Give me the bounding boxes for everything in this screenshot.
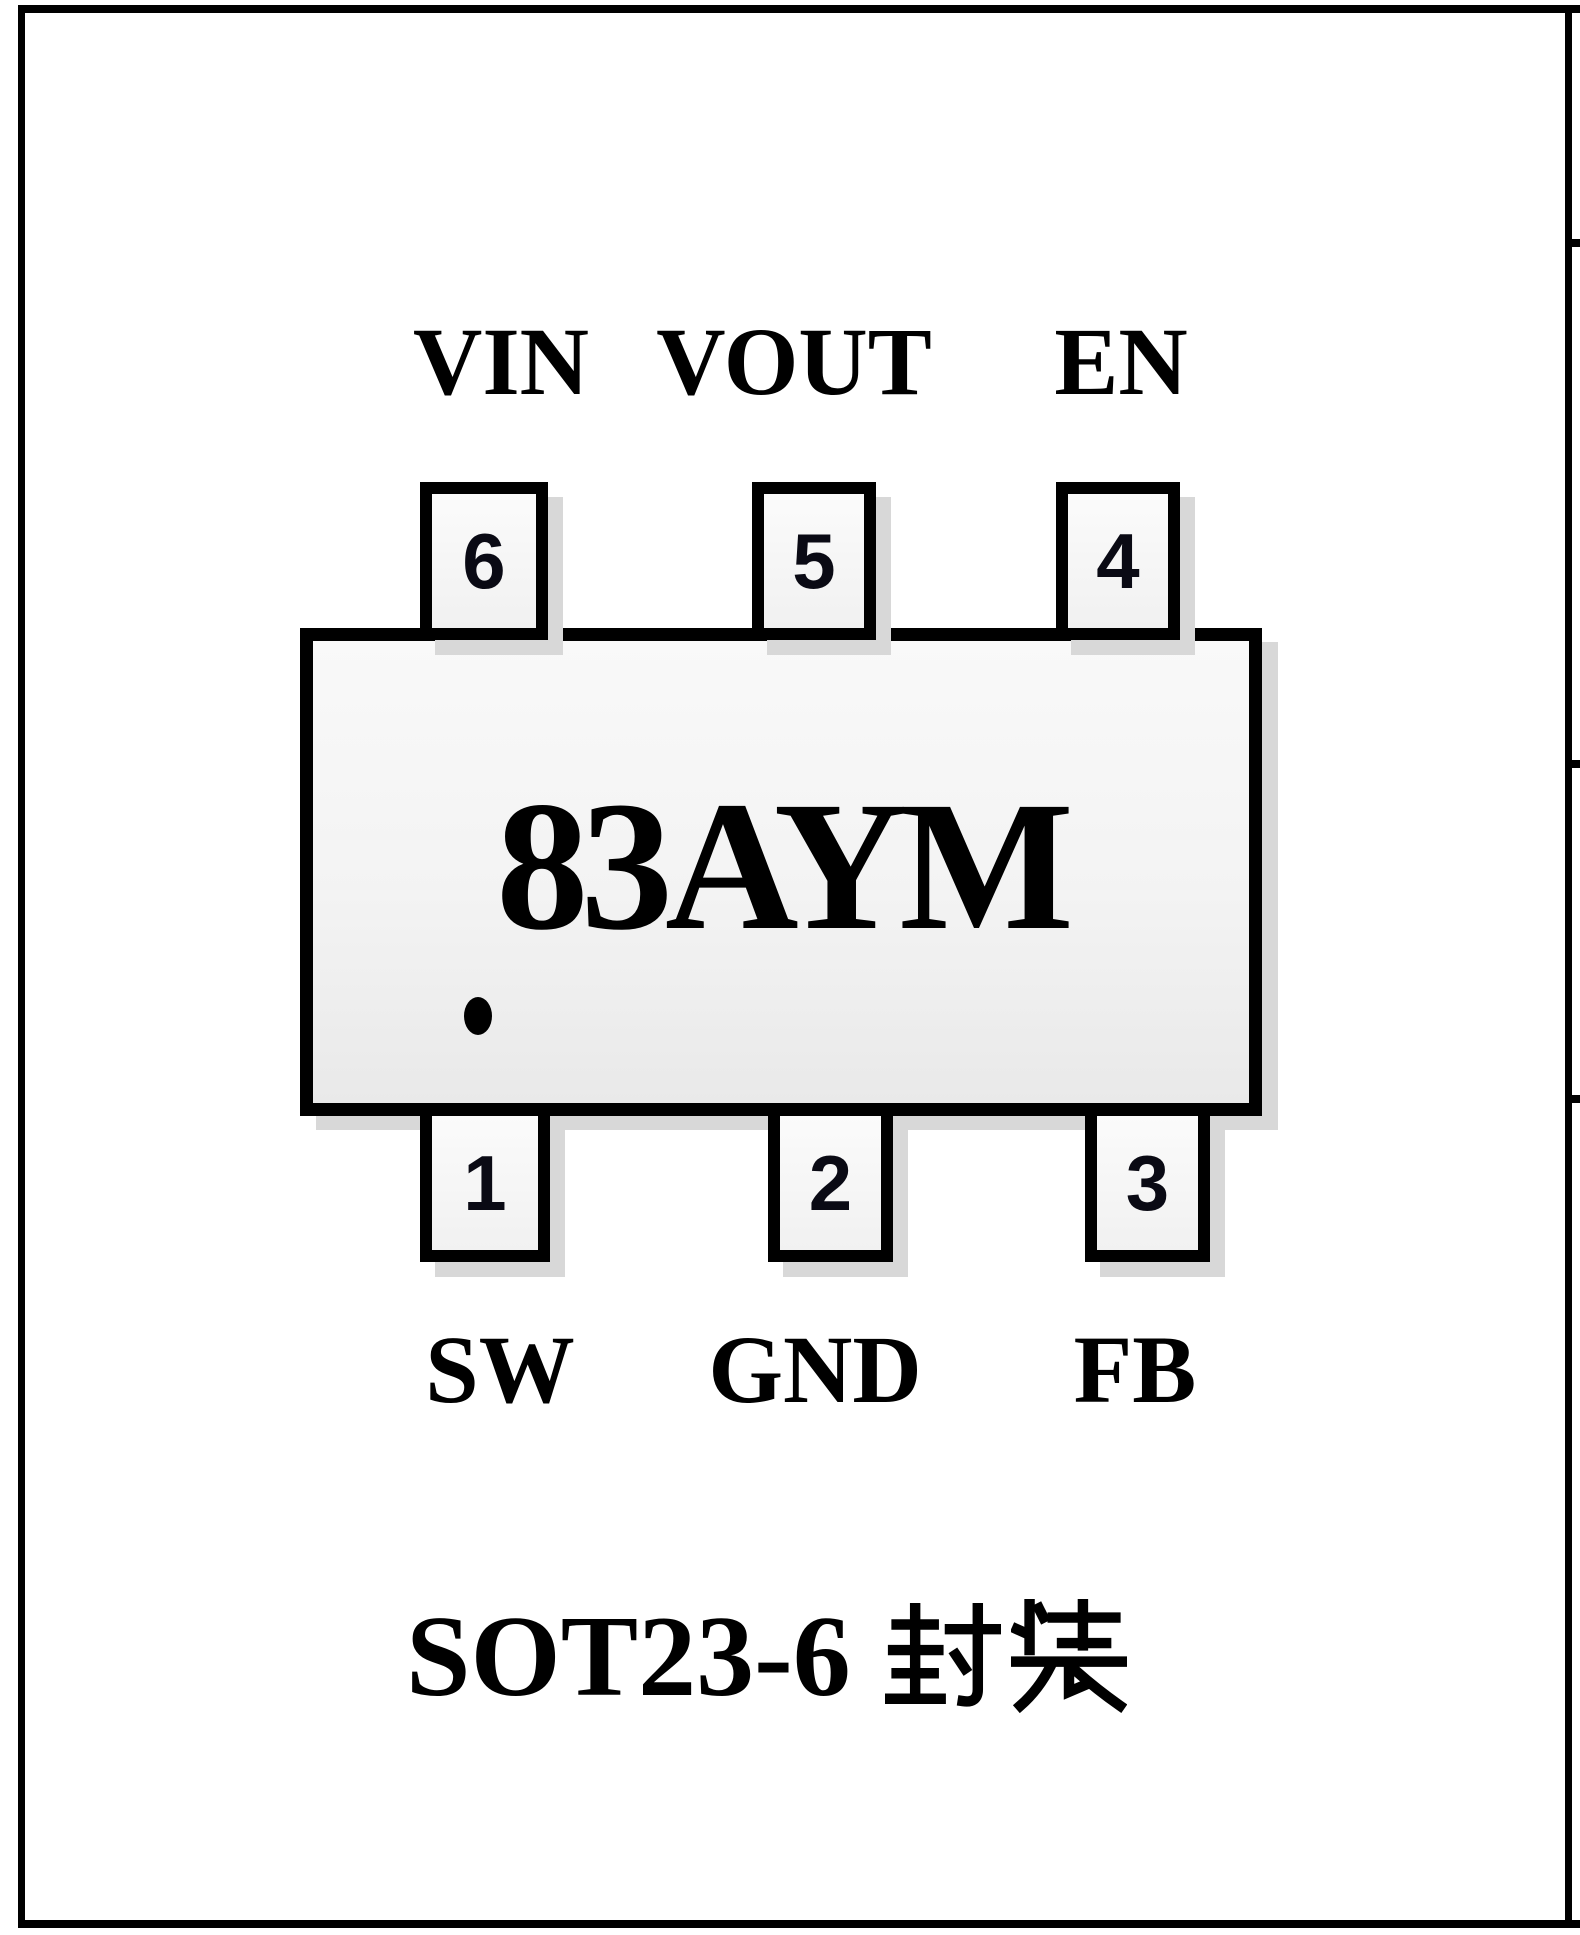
pin-4-name-label: EN xyxy=(1054,308,1188,415)
cjk-char-zhuang xyxy=(1010,1599,1127,1714)
pin-1-number: 1 xyxy=(463,1139,507,1227)
pin-1-pad: 1 xyxy=(420,1104,550,1262)
pin-2-name-label: GND xyxy=(708,1316,922,1423)
pin-3-number: 3 xyxy=(1125,1139,1170,1227)
table-row-divider-stub-1 xyxy=(1565,239,1580,247)
pin-3-name-label: FB xyxy=(1073,1316,1197,1423)
pin-5-pad: 5 xyxy=(752,482,876,640)
table-row-divider-stub-3 xyxy=(1565,1095,1580,1103)
pin-2-number: 2 xyxy=(808,1139,853,1227)
pin-5-number: 5 xyxy=(792,517,836,605)
page-border-bottom xyxy=(18,1920,1580,1928)
cjk-char-feng xyxy=(884,1603,1001,1707)
pin1-indicator-dot xyxy=(464,997,492,1035)
package-caption: SOT23-6 xyxy=(406,1592,1127,1722)
pin-5-name-label: VOUT xyxy=(656,308,932,415)
page-border-left xyxy=(18,5,25,1928)
caption-latin-text: SOT23-6 xyxy=(406,1593,851,1721)
chip-marking: 83AYM xyxy=(496,763,1074,969)
pin-3-pad: 3 xyxy=(1085,1104,1210,1262)
pin-2-pad: 2 xyxy=(768,1104,893,1262)
pin-1-name-label: SW xyxy=(425,1316,575,1423)
pin-4-number: 4 xyxy=(1096,517,1140,605)
page-border-top xyxy=(18,5,1580,13)
table-column-divider xyxy=(1565,5,1572,1928)
chip-body: 83AYM xyxy=(300,628,1262,1116)
pin-6-name-label: VIN xyxy=(412,308,589,415)
caption-cjk-text xyxy=(884,1599,1127,1715)
pin-4-pad: 4 xyxy=(1056,482,1180,640)
pin-6-pad: 6 xyxy=(420,482,548,640)
table-row-divider-stub-2 xyxy=(1565,760,1580,768)
pin-6-number: 6 xyxy=(462,517,506,605)
